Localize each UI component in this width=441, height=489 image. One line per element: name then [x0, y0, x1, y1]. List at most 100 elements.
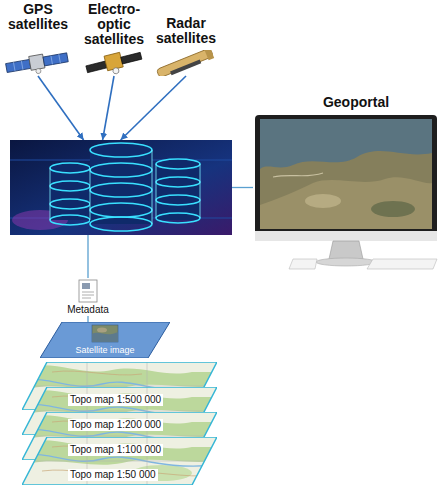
- topo-map-illustration-part: [52, 396, 142, 400]
- topo-map-illustration-part: [22, 454, 217, 466]
- satellite-icon-part: [13, 62, 15, 71]
- satellite-label: Radar satellites: [150, 16, 222, 46]
- server-illustration-part: [90, 203, 152, 217]
- document-icon-part: [82, 295, 94, 296]
- monitor-illustration-part: [260, 177, 432, 229]
- connector-line: [87, 235, 88, 278]
- document-icon-part: [79, 280, 97, 302]
- connector-line: [87, 316, 88, 322]
- server-illustration-part: [156, 195, 200, 205]
- server-illustration-part: [50, 150, 200, 224]
- layer-illustration-part: [92, 325, 118, 342]
- server-illustration-part: [200, 164, 201, 218]
- map-label: Topo map 1:100 000: [68, 444, 163, 456]
- satellite-icon-part: [112, 67, 119, 74]
- satellite-icon-part: [204, 50, 214, 60]
- monitor-illustration-part: [289, 259, 317, 269]
- data-arrow: [38, 76, 84, 140]
- layer-illustration-part: [97, 328, 107, 333]
- satellite-label: GPS satellites: [2, 2, 74, 32]
- satellite-label: Electro-optic satellites: [78, 2, 150, 47]
- server-illustration-part: [156, 213, 200, 223]
- server-illustration-part: [156, 159, 200, 169]
- monitor-illustration-part: [255, 231, 437, 241]
- map-label: Topo map 1:200 000: [68, 419, 163, 431]
- server-illustration-part: [152, 150, 153, 224]
- satellite-icon-part: [156, 50, 215, 76]
- topo-map-illustration-part: [22, 437, 217, 485]
- satellite-icon-part: [104, 52, 123, 70]
- server-illustration-part: [90, 217, 152, 231]
- layer-illustration-part: [40, 322, 170, 358]
- layer-illustration-part: [92, 332, 118, 342]
- server-illustration-part: [90, 168, 91, 220]
- server-illustration: [10, 140, 232, 235]
- satellite-icon: [78, 50, 150, 76]
- satellite-icon-part: [5, 50, 69, 76]
- server-illustration-part: [50, 143, 200, 231]
- topo-map-illustration-part: [52, 421, 142, 425]
- satellite-icon-part: [43, 53, 68, 66]
- monitor-illustration-part: [316, 258, 376, 266]
- document-icon-part: [82, 283, 90, 289]
- server-illustration-part: [50, 168, 51, 220]
- satellite: Electro-optic satellites: [78, 2, 150, 76]
- monitor-illustration-part: [273, 173, 323, 177]
- topo-map-illustration-part: [22, 461, 217, 462]
- topo-map-illustration-part: [52, 446, 142, 450]
- satellite-icon-part: [86, 61, 107, 73]
- satellite-icon-part: [6, 59, 31, 72]
- server-illustration-part: [50, 163, 90, 173]
- monitor-illustration-part: [329, 241, 363, 259]
- monitor-illustration-part: [260, 119, 432, 169]
- server-illustration-part: [90, 150, 152, 224]
- server-illustration-part: [156, 177, 200, 187]
- data-arrow: [121, 76, 186, 140]
- satellite-icon-part: [121, 52, 142, 64]
- server-illustration-part: [10, 140, 232, 235]
- server-illustration-part: [156, 164, 200, 220]
- satellite: Radar satellites: [150, 16, 222, 76]
- satellite-icon: [2, 50, 74, 76]
- monitor-illustration-part: [305, 194, 341, 208]
- map-label: Topo map 1:50 000: [68, 469, 158, 481]
- satellite-icon-part: [156, 50, 213, 76]
- server-illustration-part: [90, 143, 152, 157]
- server-illustration-part: [50, 168, 90, 220]
- server-illustration-part: [90, 163, 152, 177]
- data-server: [10, 140, 232, 235]
- topo-map-illustration-part: [22, 437, 217, 485]
- topo-map-illustration-part: [52, 371, 142, 375]
- monitor-illustration-part: [367, 259, 437, 269]
- geoportal-label: Geoportal: [253, 94, 439, 111]
- server-illustration-part: [90, 183, 152, 197]
- server-illustration-part: [50, 215, 90, 225]
- satellite-icon: [150, 50, 222, 76]
- data-arrow: [103, 76, 114, 140]
- image-layer: Satellite image: [40, 322, 170, 358]
- satellite-icon-part: [36, 68, 42, 74]
- satellite-icon-part: [85, 50, 144, 76]
- monitor-illustration: [253, 113, 439, 273]
- layer-label: Satellite image: [73, 345, 136, 356]
- topo-map-illustration-part: [22, 437, 217, 485]
- server-illustration-part: [156, 164, 157, 218]
- satellite-icon-part: [21, 61, 23, 70]
- metadata-document: Metadata: [58, 278, 118, 316]
- monitor-illustration-part: [260, 119, 432, 229]
- document-icon-part: [82, 292, 94, 293]
- document-icon: [58, 278, 118, 304]
- satellite-icon-part: [51, 56, 53, 65]
- satellite-icon-part: [59, 54, 61, 63]
- connector-line: [232, 187, 253, 188]
- server-illustration-part: [50, 199, 90, 209]
- satellite: GPS satellites: [2, 2, 74, 76]
- monitor-illustration-part: [255, 115, 437, 241]
- document-icon-part: [82, 298, 91, 299]
- server-illustration-part: [50, 181, 90, 191]
- satellite-icon-part: [29, 54, 45, 70]
- satellite-icon-part: [170, 60, 201, 76]
- map-label: Topo map 1:500 000: [68, 394, 163, 406]
- monitor-illustration-part: [371, 201, 415, 217]
